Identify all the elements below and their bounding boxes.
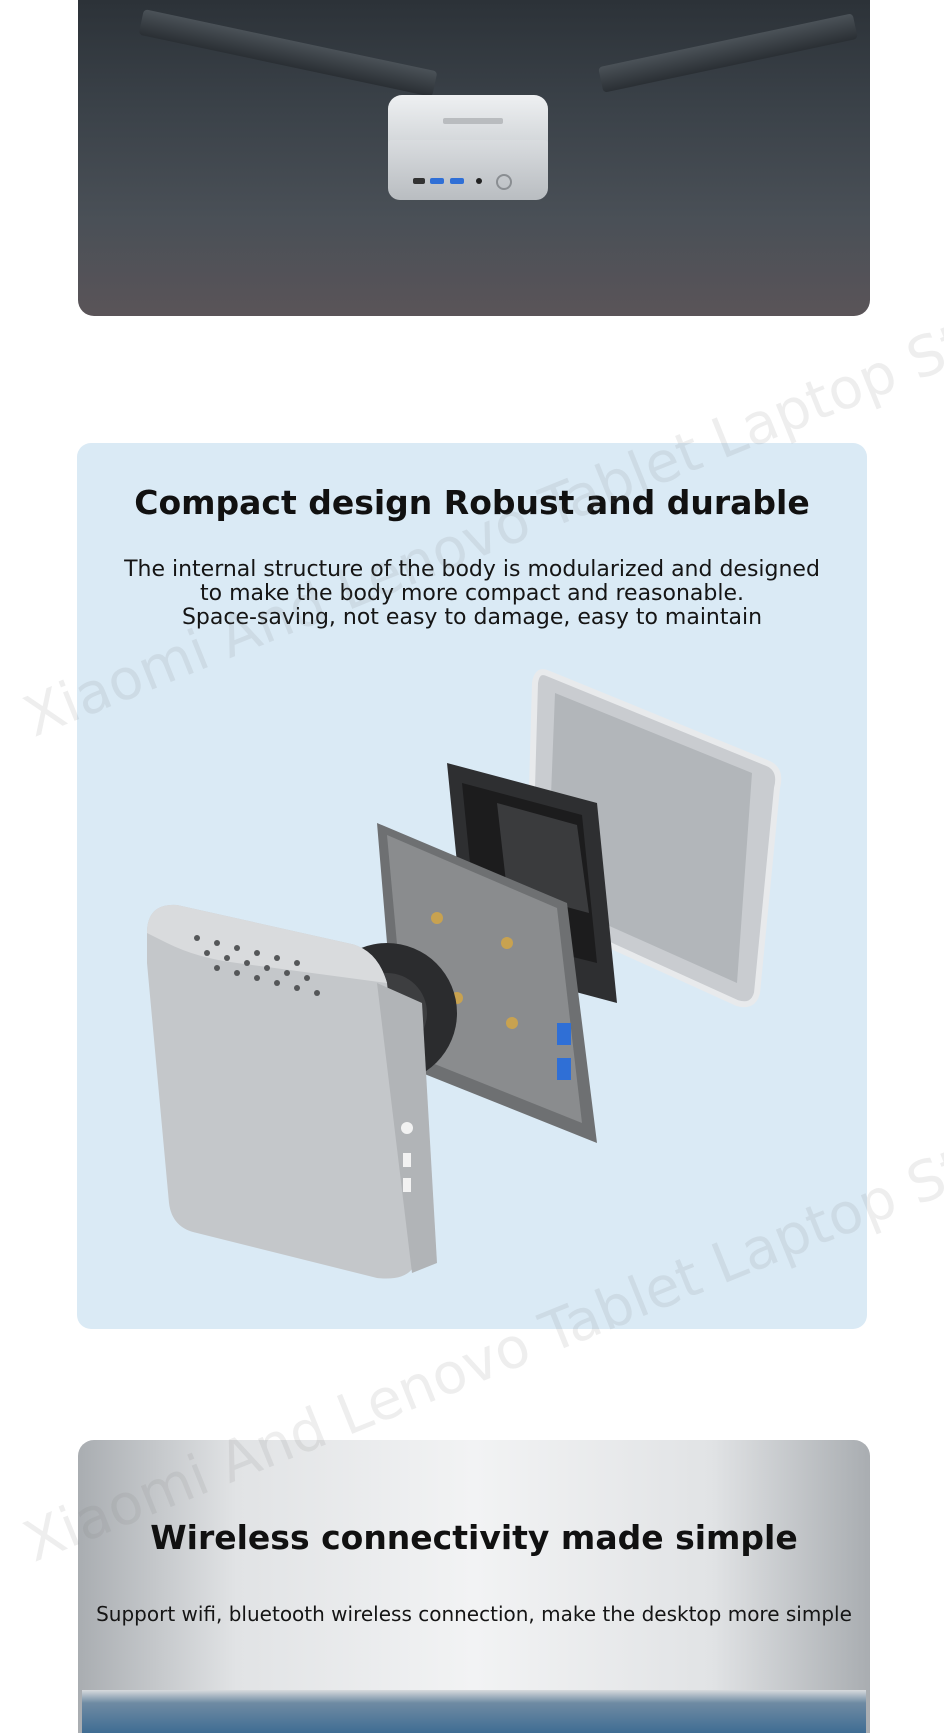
compact-description-line: The internal structure of the body is mo… (124, 557, 820, 582)
compact-description-line: to make the body more compact and reason… (199, 581, 745, 606)
power-button-icon (496, 174, 512, 190)
hero-product-photo (78, 0, 870, 316)
mini-pc-front (388, 140, 548, 200)
wireless-section: Wireless connectivity made simple Suppor… (78, 1440, 870, 1733)
exploded-view-illustration (147, 669, 782, 1279)
usb-c-port-icon (413, 178, 425, 184)
brand-logo-mark (443, 118, 503, 124)
compact-description-line: Space-saving, not easy to damage, easy t… (181, 605, 763, 630)
aluminum-case (147, 904, 437, 1279)
monitor-stand-right (598, 13, 858, 93)
compact-design-section: Compact design Robust and durable The in… (77, 443, 867, 1329)
monitor-stand-left (138, 9, 438, 97)
usb-a-port-icon (450, 178, 464, 184)
monitor-screen-preview (82, 1690, 866, 1733)
power-button-icon (401, 1122, 413, 1134)
wireless-description: Support wifi, bluetooth wireless connect… (96, 1602, 852, 1626)
audio-jack-icon (476, 178, 482, 184)
usb-a-port-icon (430, 178, 444, 184)
compact-title: Compact design Robust and durable (134, 483, 810, 522)
wireless-title: Wireless connectivity made simple (150, 1518, 798, 1557)
